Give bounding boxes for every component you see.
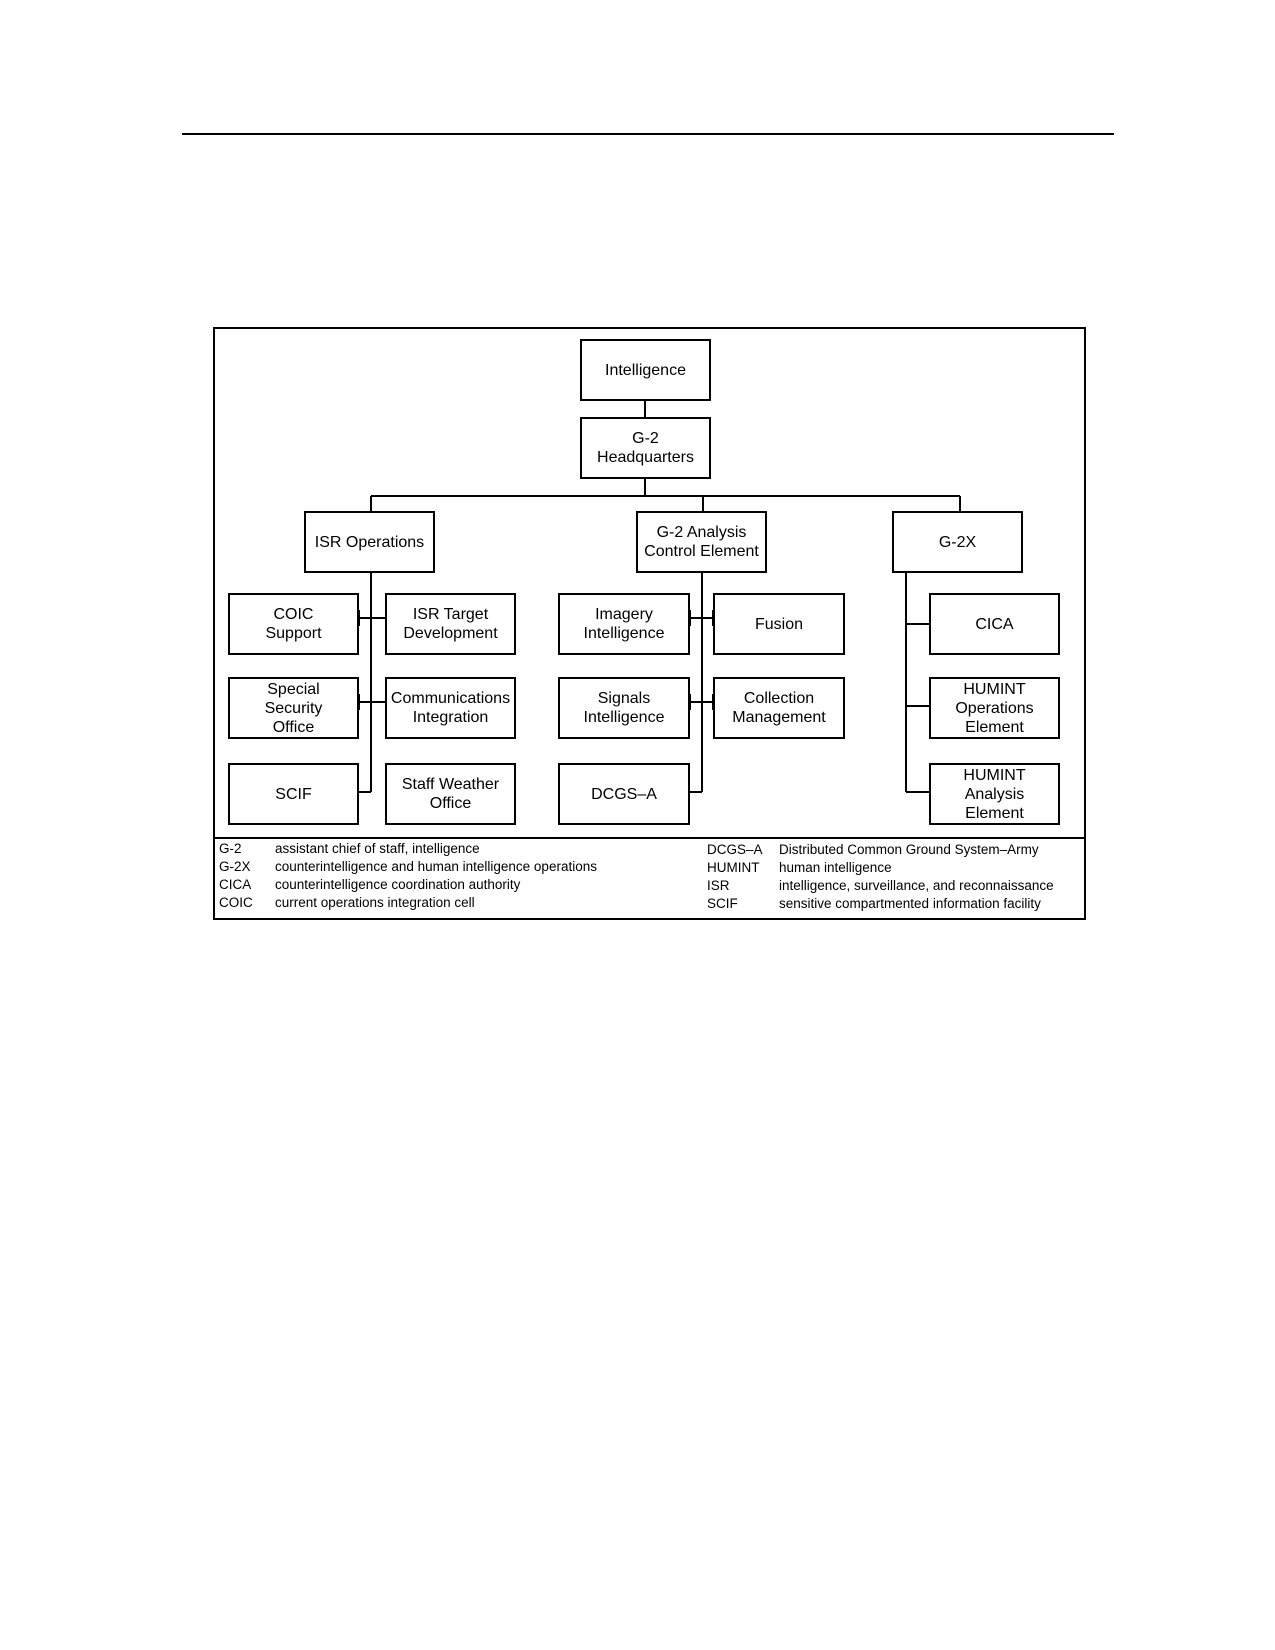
node-staff-weather-office: Staff Weather Office <box>385 763 516 825</box>
page-header-rule <box>182 133 1114 135</box>
node-isr-target-development-label: ISR Target Development <box>403 606 498 642</box>
node-imagery-intelligence-label: Imagery Intelligence <box>583 606 665 642</box>
node-g2x: G-2X <box>892 511 1023 573</box>
node-scif: SCIF <box>228 763 359 825</box>
legend-abbr: SCIF <box>707 896 738 911</box>
legend-abbr: ISR <box>707 878 730 893</box>
legend-definition: assistant chief of staff, intelligence <box>275 841 480 856</box>
node-intelligence-label: Intelligence <box>605 361 686 379</box>
legend-definition: counterintelligence coordination authori… <box>275 877 521 892</box>
node-collection-management: Collection Management <box>713 677 845 739</box>
node-intelligence: Intelligence <box>580 339 711 401</box>
node-cica: CICA <box>929 593 1060 655</box>
node-special-security-office: Special Security Office <box>228 677 359 739</box>
legend-definition: current operations integration cell <box>275 895 475 910</box>
node-collection-management-label: Collection Management <box>732 690 826 726</box>
node-g2x-label: G-2X <box>938 533 977 551</box>
node-scif-label: SCIF <box>275 785 312 803</box>
node-isr-operations: ISR Operations <box>304 511 435 573</box>
figure-frame <box>213 327 1086 920</box>
legend-abbr: G-2 <box>219 841 242 856</box>
node-isr-target-development: ISR Target Development <box>385 593 516 655</box>
node-fusion: Fusion <box>713 593 845 655</box>
node-fusion-label: Fusion <box>754 615 804 633</box>
node-humint-analysis-element-label: HUMINT Analysis Element <box>963 766 1026 822</box>
legend-abbr: CICA <box>219 877 252 892</box>
node-g2-headquarters: G-2 Headquarters <box>580 417 711 479</box>
legend-definition: sensitive compartmented information faci… <box>779 896 1041 911</box>
node-staff-weather-office-label: Staff Weather Office <box>401 776 500 812</box>
node-special-security-office-label: Special Security Office <box>264 680 323 736</box>
legend-abbr: COIC <box>219 895 253 910</box>
node-communications-integration: Communications Integration <box>385 677 516 739</box>
legend-definition: human intelligence <box>779 860 892 875</box>
node-g2-analysis-control-element: G-2 Analysis Control Element <box>636 511 767 573</box>
node-dcgs-a-label: DCGS–A <box>591 785 657 803</box>
node-coic-support-label: COIC Support <box>265 606 322 642</box>
legend-definition: intelligence, surveillance, and reconnai… <box>779 878 1054 893</box>
node-signals-intelligence: Signals Intelligence <box>558 677 690 739</box>
node-isr-operations-label: ISR Operations <box>314 533 425 551</box>
node-dcgs-a: DCGS–A <box>558 763 690 825</box>
node-humint-operations-element-label: HUMINT Operations Element <box>955 680 1034 736</box>
legend-definition: counterintelligence and human intelligen… <box>275 859 597 874</box>
node-signals-intelligence-label: Signals Intelligence <box>583 690 665 726</box>
legend-abbr: HUMINT <box>707 860 760 875</box>
node-g2-headquarters-label: G-2 Headquarters <box>597 430 694 466</box>
legend-abbr: DCGS–A <box>707 842 763 857</box>
node-humint-analysis-element: HUMINT Analysis Element <box>929 763 1060 825</box>
node-cica-label: CICA <box>975 615 1014 633</box>
legend-definition: Distributed Common Ground System–Army <box>779 842 1039 857</box>
legend-separator <box>213 837 1086 839</box>
node-humint-operations-element: HUMINT Operations Element <box>929 677 1060 739</box>
node-g2-ace-label: G-2 Analysis Control Element <box>644 524 759 560</box>
node-imagery-intelligence: Imagery Intelligence <box>558 593 690 655</box>
node-coic-support: COIC Support <box>228 593 359 655</box>
node-communications-integration-label: Communications Integration <box>390 690 511 726</box>
legend-abbr: G-2X <box>219 859 251 874</box>
